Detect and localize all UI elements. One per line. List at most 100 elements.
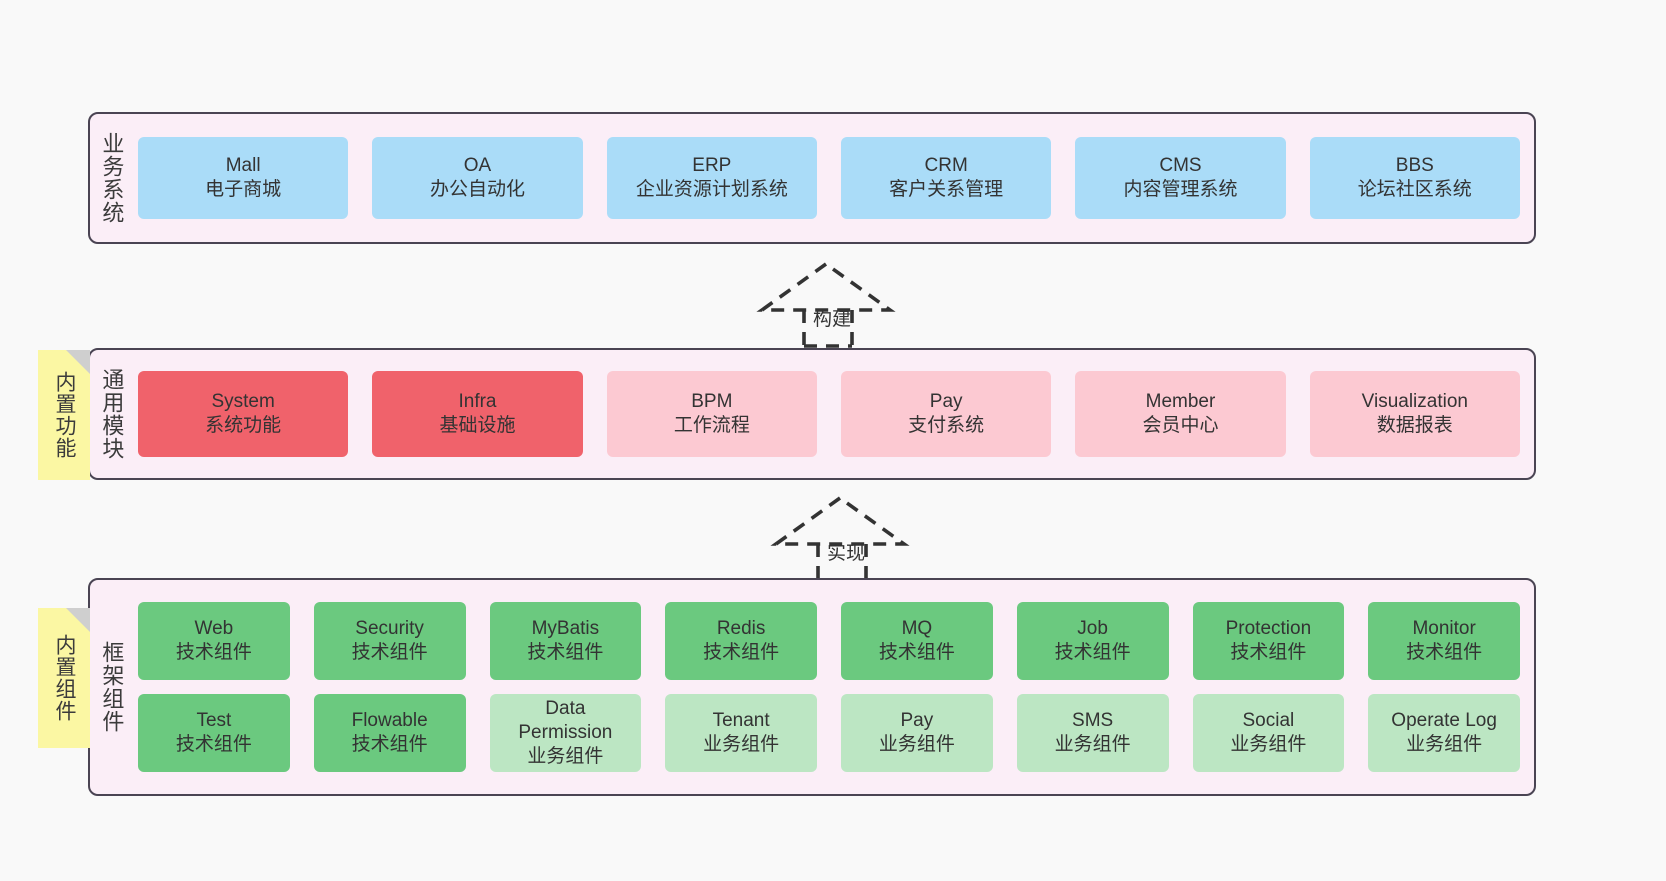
node-infra[interactable]: Infra 基础设施: [372, 371, 583, 457]
node-title: Pay: [929, 390, 963, 412]
node-subtitle: 技术组件: [878, 642, 955, 663]
node-subtitle: 技术组件: [1054, 642, 1131, 663]
node-subtitle: 技术组件: [527, 642, 604, 663]
node-cms[interactable]: CMS 内容管理系统: [1075, 137, 1286, 219]
node-title: BBS: [1395, 154, 1434, 176]
layer-framework-components: 框架组件 Web 技术组件 Security 技术组件 MyBatis 技术组件…: [88, 578, 1536, 796]
node-title: Mall: [225, 154, 261, 176]
node-subtitle: 论坛社区系统: [1357, 179, 1472, 200]
node-subtitle: 基础设施: [439, 415, 516, 436]
node-data-permission[interactable]: Data Permission 业务组件: [489, 694, 642, 772]
node-mq[interactable]: MQ 技术组件: [841, 602, 993, 680]
layer-body-business: Mall 电子商城 OA 办公自动化 ERP 企业资源计划系统 CRM 客户关系…: [132, 114, 1534, 242]
node-tenant[interactable]: Tenant 业务组件: [665, 694, 817, 772]
node-monitor[interactable]: Monitor 技术组件: [1368, 602, 1520, 680]
node-operate-log[interactable]: Operate Log 业务组件: [1368, 694, 1520, 772]
node-title: Monitor: [1412, 617, 1476, 639]
node-web[interactable]: Web 技术组件: [138, 602, 290, 680]
node-title: Security: [355, 617, 424, 639]
node-title: Operate Log: [1391, 709, 1497, 731]
node-title: Protection: [1225, 617, 1312, 639]
node-sms[interactable]: SMS 业务组件: [1016, 694, 1169, 772]
node-subtitle: 技术组件: [1406, 642, 1483, 663]
node-subtitle: 业务组件: [878, 734, 955, 755]
node-mybatis[interactable]: MyBatis 技术组件: [489, 602, 642, 680]
connector-label-implement: 实现: [827, 543, 866, 564]
node-social[interactable]: Social 业务组件: [1192, 694, 1345, 772]
node-subtitle: 支付系统: [908, 415, 985, 436]
node-pay-component[interactable]: Pay 业务组件: [841, 694, 993, 772]
folded-corner-icon: [66, 608, 90, 632]
node-title: Social: [1242, 709, 1295, 731]
node-subtitle: 业务组件: [703, 734, 780, 755]
dashed-generalization-arrow-icon: [756, 261, 896, 348]
node-subtitle: 企业资源计划系统: [635, 179, 788, 200]
node-test[interactable]: Test 技术组件: [138, 694, 290, 772]
node-subtitle: 系统功能: [205, 415, 282, 436]
node-title: Data Permission: [518, 697, 613, 743]
node-subtitle: 电子商城: [205, 179, 282, 200]
node-subtitle: 技术组件: [351, 734, 428, 755]
layer-common-modules: 通用模块 System 系统功能 Infra 基础设施 BPM 工作流程 Pay…: [88, 348, 1536, 480]
node-title: MyBatis: [531, 617, 600, 639]
node-erp[interactable]: ERP 企业资源计划系统: [606, 137, 817, 219]
node-subtitle: 办公自动化: [429, 179, 525, 200]
node-title: CRM: [924, 154, 968, 176]
node-crm[interactable]: CRM 客户关系管理: [840, 137, 1052, 219]
node-title: System: [211, 390, 275, 412]
node-title: MQ: [901, 617, 933, 639]
node-bpm[interactable]: BPM 工作流程: [606, 371, 817, 457]
node-title: Infra: [458, 390, 497, 412]
node-mall[interactable]: Mall 电子商城: [138, 137, 349, 219]
node-oa[interactable]: OA 办公自动化: [372, 137, 583, 219]
layer-title-framework: 框架组件: [99, 641, 125, 733]
connector-implement: 实现: [770, 492, 920, 582]
node-system[interactable]: System 系统功能: [138, 371, 349, 457]
node-subtitle: 数据报表: [1376, 415, 1453, 436]
node-title: Web: [194, 617, 234, 639]
node-subtitle: 技术组件: [351, 642, 428, 663]
layer-body-modules: System 系统功能 Infra 基础设施 BPM 工作流程 Pay 支付系统…: [132, 350, 1534, 478]
node-subtitle: 技术组件: [175, 642, 252, 663]
node-title: Tenant: [712, 709, 770, 731]
connector-build: 构建: [756, 258, 906, 348]
sticky-note-label: 内置功能: [52, 371, 76, 459]
connector-label-build: 构建: [813, 309, 852, 330]
node-job[interactable]: Job 技术组件: [1016, 602, 1169, 680]
node-title: SMS: [1072, 709, 1114, 731]
node-redis[interactable]: Redis 技术组件: [665, 602, 817, 680]
framework-tech-row: Web 技术组件 Security 技术组件 MyBatis 技术组件 Redi…: [138, 602, 1520, 680]
node-visualization[interactable]: Visualization 数据报表: [1309, 371, 1520, 457]
modules-row: System 系统功能 Infra 基础设施 BPM 工作流程 Pay 支付系统…: [138, 371, 1520, 457]
node-security[interactable]: Security 技术组件: [313, 602, 466, 680]
node-subtitle: 客户关系管理: [889, 179, 1004, 200]
folded-corner-icon: [66, 350, 90, 374]
layer-title-business: 业务系统: [99, 132, 125, 224]
node-subtitle: 内容管理系统: [1123, 179, 1238, 200]
business-row: Mall 电子商城 OA 办公自动化 ERP 企业资源计划系统 CRM 客户关系…: [138, 137, 1520, 219]
sticky-note-builtin-components: 内置组件: [38, 608, 90, 748]
node-subtitle: 业务组件: [1054, 734, 1131, 755]
node-subtitle: 业务组件: [527, 746, 604, 768]
node-title: Test: [196, 709, 232, 731]
node-title: Pay: [900, 709, 934, 731]
node-protection[interactable]: Protection 技术组件: [1192, 602, 1345, 680]
node-title: Visualization: [1361, 390, 1468, 412]
node-subtitle: 业务组件: [1230, 734, 1307, 755]
node-title: Member: [1145, 390, 1216, 412]
framework-biz-row: Test 技术组件 Flowable 技术组件 Data Permission …: [138, 694, 1520, 772]
node-subtitle: 技术组件: [175, 734, 252, 755]
node-member[interactable]: Member 会员中心: [1075, 371, 1286, 457]
node-subtitle: 会员中心: [1142, 415, 1219, 436]
node-subtitle: 技术组件: [1230, 642, 1307, 663]
node-bbs[interactable]: BBS 论坛社区系统: [1309, 137, 1520, 219]
node-flowable[interactable]: Flowable 技术组件: [313, 694, 466, 772]
node-title: BPM: [691, 390, 733, 412]
layer-title-modules: 通用模块: [99, 368, 125, 460]
layer-business-systems: 业务系统 Mall 电子商城 OA 办公自动化 ERP 企业资源计划系统 CRM…: [88, 112, 1536, 244]
node-subtitle: 工作流程: [673, 415, 750, 436]
node-pay-module[interactable]: Pay 支付系统: [840, 371, 1052, 457]
node-subtitle: 技术组件: [703, 642, 780, 663]
sticky-note-builtin-features: 内置功能: [38, 350, 90, 480]
